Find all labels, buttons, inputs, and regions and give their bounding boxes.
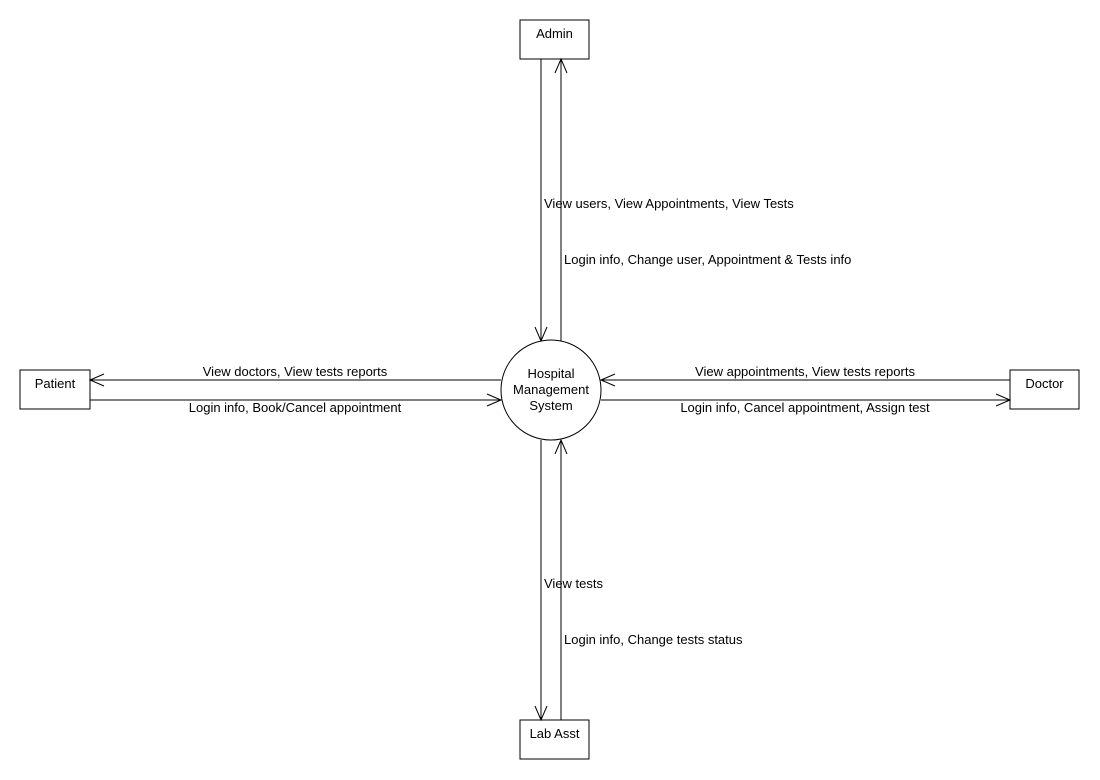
arrowhead bbox=[534, 705, 548, 722]
flow-system-to-admin bbox=[554, 57, 568, 341]
flow-label-doctor-out: View appointments, View tests reports bbox=[695, 364, 915, 379]
entity-lab-asst-box bbox=[519, 719, 590, 760]
flow-label-patient-out: View doctors, View tests reports bbox=[203, 364, 388, 379]
flow-admin-to-system bbox=[534, 59, 548, 343]
entity-doctor-label: Doctor bbox=[1025, 376, 1064, 391]
entity-lab-asst: Lab Asst bbox=[519, 719, 590, 760]
flow-label-admin-in: Login info, Change user, Appointment & T… bbox=[564, 252, 851, 267]
flow-label-admin-out: View users, View Appointments, View Test… bbox=[544, 196, 794, 211]
flow-label-patient-in: Login info, Book/Cancel appointment bbox=[189, 400, 402, 415]
flow-label-lab-out: View tests bbox=[544, 576, 604, 591]
entity-doctor-box bbox=[1009, 369, 1080, 410]
process-hospital-management-system: Hospital Management System bbox=[500, 339, 602, 441]
entity-admin: Admin bbox=[519, 19, 590, 60]
process-label-line-3: System bbox=[529, 398, 572, 413]
arrowhead bbox=[534, 326, 548, 343]
flow-patient-to-system bbox=[90, 393, 503, 407]
arrowhead bbox=[554, 438, 568, 455]
flow-label-lab-in: Login info, Change tests status bbox=[564, 632, 743, 647]
flow-doctor-to-system bbox=[599, 373, 1010, 387]
entity-patient: Patient bbox=[19, 369, 91, 410]
entity-doctor: Doctor bbox=[1009, 369, 1080, 410]
arrowhead bbox=[599, 373, 616, 387]
flow-label-doctor-in: Login info, Cancel appointment, Assign t… bbox=[680, 400, 930, 415]
arrowhead bbox=[88, 373, 105, 387]
flow-system-to-lab-asst bbox=[534, 440, 548, 722]
entity-admin-box bbox=[519, 19, 590, 60]
arrowhead bbox=[486, 393, 503, 407]
flow-lab-asst-to-system bbox=[554, 438, 568, 720]
flow-system-to-doctor bbox=[601, 393, 1012, 407]
process-label-line-1: Hospital bbox=[528, 366, 575, 381]
flow-system-to-patient bbox=[88, 373, 501, 387]
process-label-line-2: Management bbox=[513, 382, 589, 397]
arrowhead bbox=[554, 57, 568, 74]
entity-patient-box bbox=[19, 369, 91, 410]
process-circle bbox=[500, 339, 602, 441]
entity-patient-label: Patient bbox=[35, 376, 76, 391]
entity-admin-label: Admin bbox=[536, 26, 573, 41]
arrowhead bbox=[995, 393, 1012, 407]
entity-lab-asst-label: Lab Asst bbox=[530, 726, 580, 741]
